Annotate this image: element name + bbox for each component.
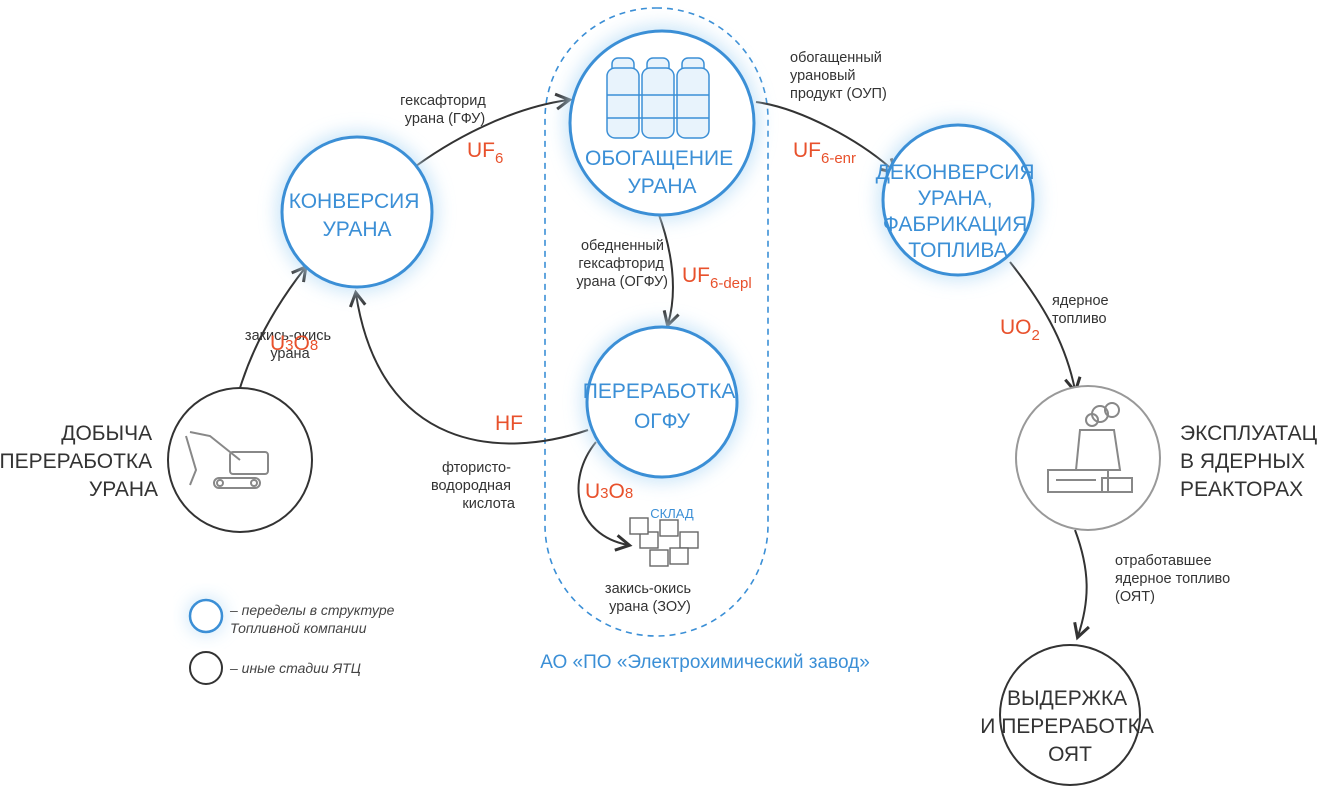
node-storage-reprocessing-label: ВЫДЕРЖКА И ПЕРЕРАБОТКА ОЯТ — [980, 687, 1159, 766]
warehouse-cubes-icon — [629, 517, 699, 567]
edge-enrichment-deconversion-label: обогащенный урановый продукт (ОУП) — [790, 50, 887, 102]
storage-label: СКЛАД — [650, 506, 694, 521]
edge-conversion-enrichment-formula: UF6 — [467, 139, 503, 167]
arrow-deconversion-to-reactors — [1009, 261, 1075, 390]
legend-other-text: – иные стадии ЯТЦ — [229, 660, 361, 676]
plant-label: АО «ПО «Электрохимический завод» — [540, 652, 870, 673]
plant-boundary — [544, 7, 769, 637]
arrow-mining-to-conversion — [239, 268, 305, 389]
arrow-enrichment-to-deconversion — [755, 101, 895, 172]
arrow-reactors-to-storage — [1075, 529, 1087, 636]
edge-enrichment-depleted-label: обедненный гексафторид урана (ОГФУ) — [576, 238, 668, 290]
legend-company-text: – переделы в структуре Топливной компани… — [229, 602, 398, 636]
edge-deconversion-reactors-formula: UO2 — [1000, 316, 1040, 344]
edge-enrichment-depleted-formula: UF6-depl — [682, 264, 752, 292]
edge-deconversion-reactors-label: ядерное топливо — [1052, 293, 1113, 327]
legend-other-swatch — [189, 651, 223, 685]
node-mining-label: ДОБЫЧА И ПЕРЕРАБОТКА УРАНА — [0, 422, 158, 501]
edge-conversion-enrichment-label: гексафторид урана (ГФУ) — [400, 93, 490, 127]
arrow-conversion-to-enrichment — [407, 100, 568, 173]
legend-company-swatch — [188, 598, 224, 634]
node-enrichment-label: ОБОГАЩЕНИЕ УРАНА — [585, 147, 739, 198]
uranium-cylinders-icon — [606, 57, 710, 139]
edge-mining-conversion-formula: U3O8 — [270, 332, 318, 355]
excavator-icon — [185, 431, 269, 489]
legend: – переделы в структуре Топливной компани… — [188, 598, 398, 685]
edges — [239, 100, 1087, 636]
arrow-enrichment-to-depleted — [657, 211, 673, 324]
node-reactors — [1015, 385, 1161, 531]
node-deconversion — [881, 123, 1035, 277]
node-deconversion-label: ДЕКОНВЕРСИЯ УРАНА, ФАБРИКАЦИЯ ТОПЛИВА — [876, 161, 1041, 262]
node-conversion-label: КОНВЕРСИЯ УРАНА — [289, 190, 426, 241]
edge-depleted-storage-formula: U3O8 — [585, 480, 633, 503]
edge-depleted-conversion-formula: HF — [495, 412, 523, 435]
arrow-depleted-to-conversion — [356, 294, 589, 445]
arrow-depleted-to-storage — [577, 441, 628, 545]
reactor-icon — [1047, 402, 1133, 493]
node-storage-reprocessing — [999, 644, 1141, 786]
edge-depleted-storage-label: закись-окись урана (ЗОУ) — [605, 581, 695, 615]
edge-depleted-conversion-label: фтористо- водородная кислота — [431, 460, 516, 512]
edge-enrichment-deconversion-formula: UF6-enr — [793, 139, 856, 167]
node-conversion — [280, 135, 434, 289]
edge-reactors-storage-label: отработавшее ядерное топливо (ОЯТ) — [1115, 553, 1234, 605]
node-depleted-processing-label: ПЕРЕРАБОТКА ОГФУ — [583, 380, 742, 433]
edge-mining-conversion-label: закись-окись урана — [245, 328, 335, 362]
node-depleted-processing — [585, 325, 739, 479]
node-reactors-label: ЭКСПЛУАТАЦИЯ В ЯДЕРНЫХ РЕАКТОРАХ — [1180, 422, 1317, 501]
